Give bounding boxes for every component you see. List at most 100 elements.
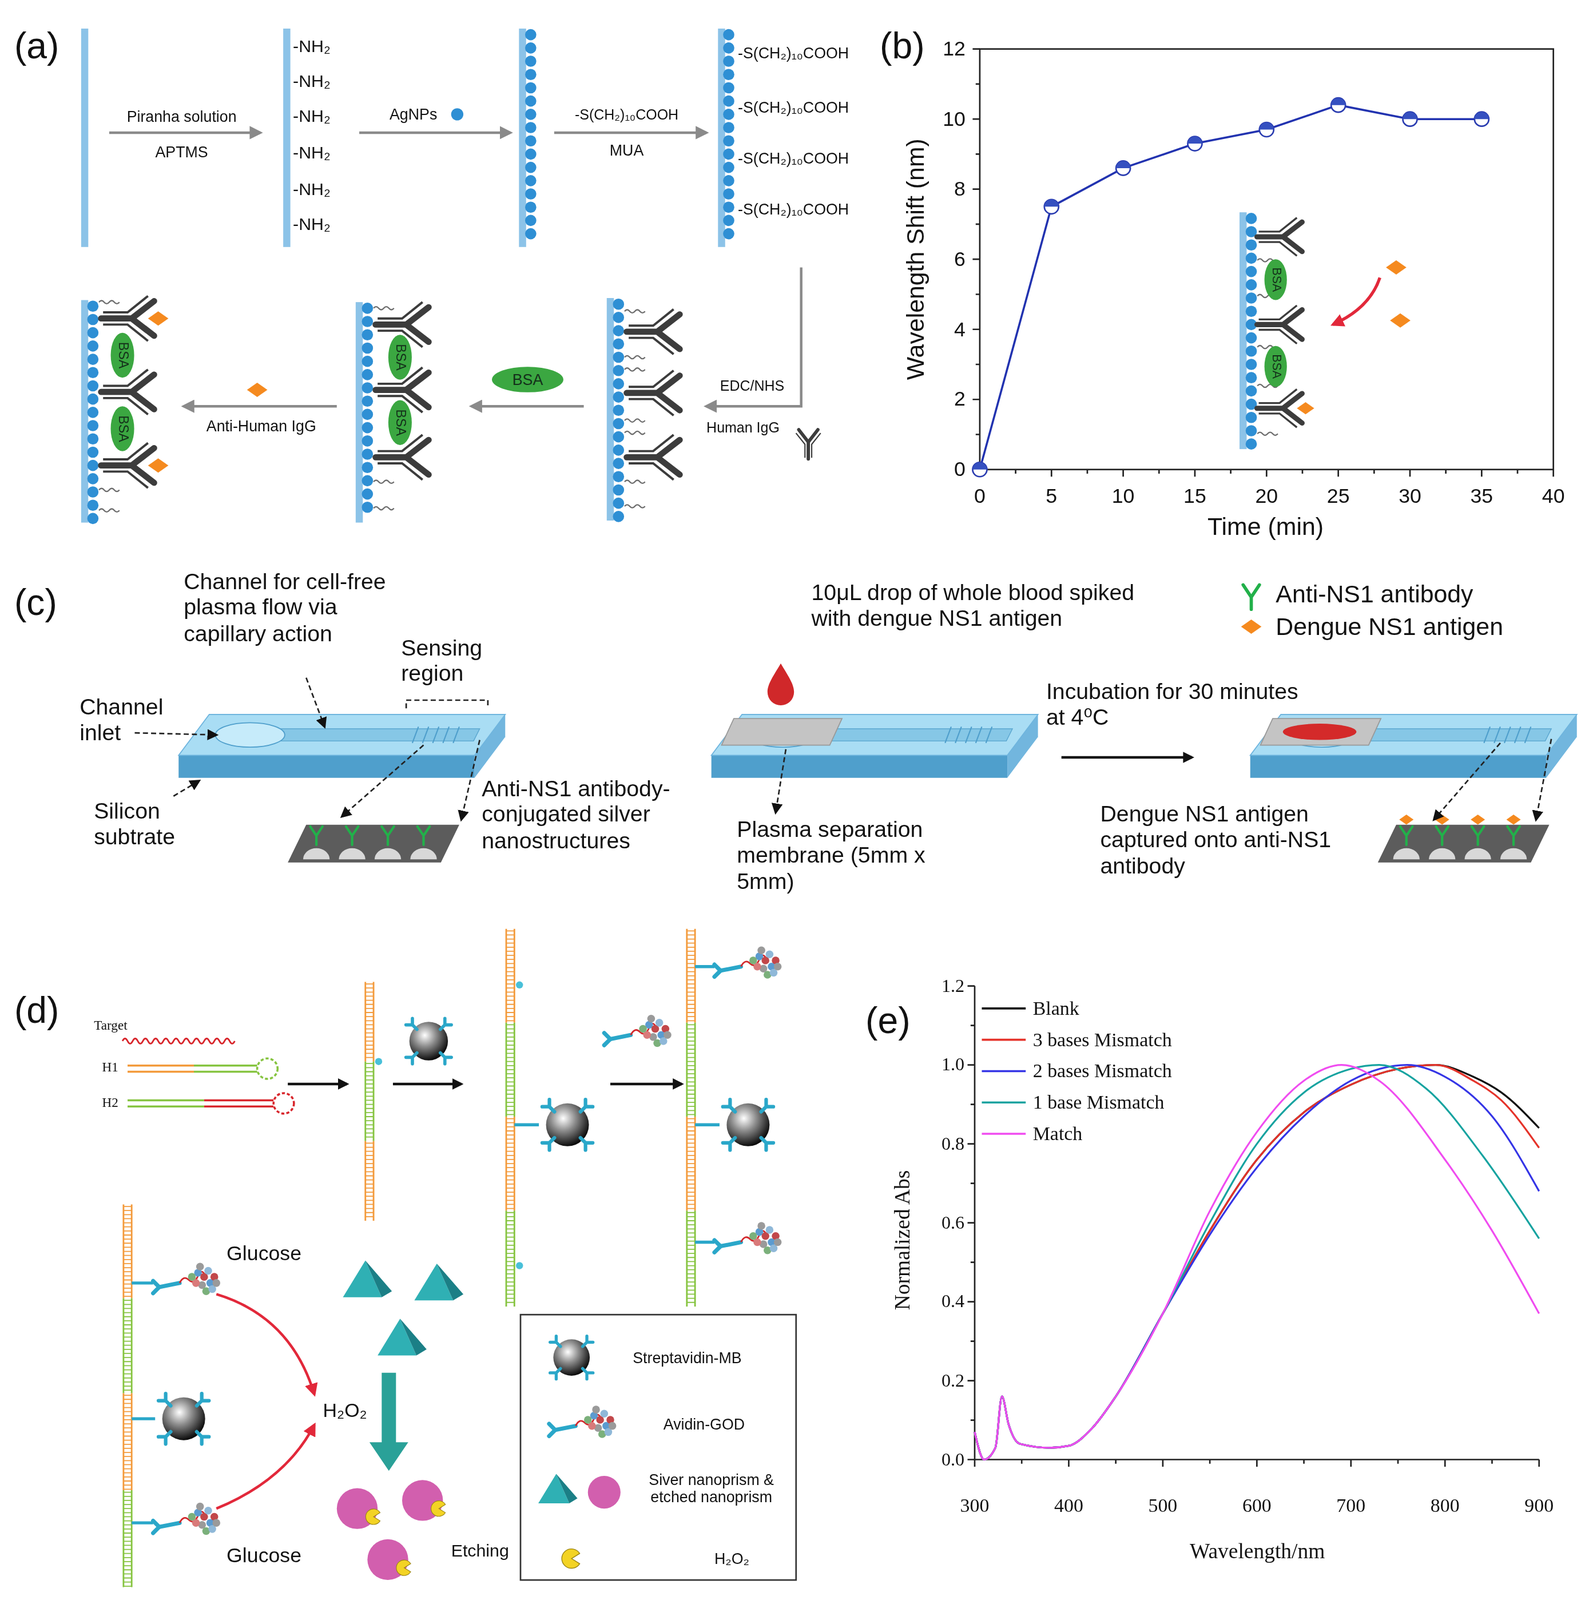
substrate-bar: [1239, 212, 1247, 450]
dna-rung: [686, 930, 695, 1021]
silver-nanoparticle: [723, 188, 735, 200]
silver-nanoparticle: [612, 418, 625, 430]
axis-title: Wavelength Shift (nm): [901, 138, 930, 380]
antigen-diamond: [1389, 313, 1411, 328]
silver-dome: [303, 848, 330, 860]
dna-strand: [686, 1116, 695, 1211]
silver-nanoparticle: [612, 497, 625, 510]
legend-sample: [549, 1405, 617, 1438]
tether: [131, 1416, 156, 1420]
dna-rung: [123, 1300, 132, 1390]
substrate-bar: [81, 300, 89, 523]
tether: [694, 964, 715, 968]
legend-line: [981, 1101, 1026, 1104]
axis-tick: [972, 49, 1553, 478]
antibody: [1257, 305, 1303, 344]
tick-label: 0.8: [941, 1133, 965, 1155]
tick-label: 700: [1336, 1494, 1366, 1517]
capture-antibody: [1471, 826, 1484, 845]
tick-label: 10: [1111, 484, 1135, 508]
silver-nanoparticle: [723, 108, 735, 121]
legend-text: Dengue NS1 antigen: [1275, 612, 1504, 641]
avidin-god: [153, 1502, 221, 1535]
silver-nanoparticle: [362, 395, 374, 407]
bsa-oval: BSA: [110, 332, 135, 379]
panel-letter: (e): [865, 999, 911, 1042]
axis-tick: [967, 986, 1540, 1467]
silver-nanoparticle: [362, 302, 374, 315]
bsa-oval: BSA: [388, 334, 412, 380]
spectrum-curve: [974, 1065, 1540, 1460]
panel-letter: (a): [14, 24, 60, 67]
dna-rung: [365, 1142, 374, 1217]
silver-nanoparticle: [723, 55, 735, 67]
capture-antibody: [1400, 826, 1413, 845]
callout: Plasma separation membrane (5mm x 5mm): [736, 816, 957, 894]
silver-nanoparticle: [87, 300, 99, 312]
data-line: [979, 105, 1482, 470]
silver-nanoparticle: [362, 422, 374, 434]
step-label: APTMS: [155, 142, 208, 161]
reagent-label: Glucose: [226, 1241, 302, 1266]
node-text: BSA: [114, 342, 131, 369]
silver-nanoparticle: [87, 459, 99, 472]
surface-group: -NH₂: [292, 37, 331, 58]
linker-chain: [624, 355, 646, 359]
region-bracket: [406, 700, 488, 709]
callout: Anti-NS1 antibody-conjugated silver nano…: [481, 775, 686, 853]
silver-nanoparticle: [612, 338, 625, 350]
dna-rung: [123, 1206, 132, 1297]
step-label: Piranha solution: [126, 107, 237, 126]
nanoprism: [377, 1318, 427, 1356]
silver-nanoparticle: [612, 391, 625, 403]
binding-arrow: [1332, 277, 1380, 325]
silver-dome: [1428, 848, 1456, 860]
silver-nanoparticle: [451, 108, 464, 121]
silver-nanoparticle: [723, 215, 735, 227]
antibody: [101, 369, 155, 415]
reagent-label: Glucose: [226, 1543, 302, 1568]
tick-label: 40: [1542, 484, 1565, 508]
chip-top: [711, 714, 1039, 756]
dna-rung: [686, 1212, 695, 1303]
silver-nanoparticle: [87, 340, 99, 352]
silver-nanoparticle: [87, 513, 99, 525]
substrate-bar: [606, 298, 614, 521]
legend-box: [520, 1314, 797, 1580]
silver-nanoparticle: [1245, 252, 1258, 265]
axis-title: Time (min): [1207, 512, 1324, 541]
dna-strand: [123, 1204, 132, 1298]
panel-d-art: [122, 928, 797, 1588]
callout: Incubation for 30 minutes at 4⁰C: [1046, 678, 1312, 731]
tick-label: 12: [942, 37, 966, 61]
antigen-diamond: [1296, 402, 1314, 415]
antibody: [626, 434, 681, 480]
silver-nanoparticle: [1245, 279, 1258, 291]
legend-text: 1 base Mismatch: [1033, 1091, 1165, 1114]
linker-chain: [624, 367, 646, 371]
silver-nanoparticle: [362, 448, 374, 460]
silver-nanoparticle: [612, 470, 625, 483]
dna-strand: [123, 1393, 132, 1491]
streptavidin-bead: [723, 1099, 774, 1150]
capture-antibody: [310, 826, 323, 845]
sensing-ridges: [412, 726, 460, 744]
silver-nanoparticle: [525, 215, 537, 227]
step-label: -S(CH₂)₁₀COOH: [574, 105, 679, 123]
linker-chain: [373, 306, 395, 310]
linker-chain: [624, 310, 646, 313]
plot-frame: [979, 49, 1554, 470]
legend-text: Siver nanoprism & etched nanoprism: [634, 1470, 789, 1507]
bsa-oval: BSA: [388, 399, 412, 446]
silver-nanoparticle: [612, 431, 625, 443]
surface-group: -NH₂: [292, 179, 331, 200]
tick-label: 4: [954, 317, 966, 341]
panel-letter: (b): [879, 24, 925, 67]
substrate-bar: [283, 28, 291, 248]
tick-label: 0: [954, 457, 966, 482]
silver-nanoparticle: [723, 175, 735, 187]
linker-chain: [98, 300, 120, 304]
step-label: Etching: [451, 1541, 510, 1562]
chip-front: [1250, 755, 1547, 778]
